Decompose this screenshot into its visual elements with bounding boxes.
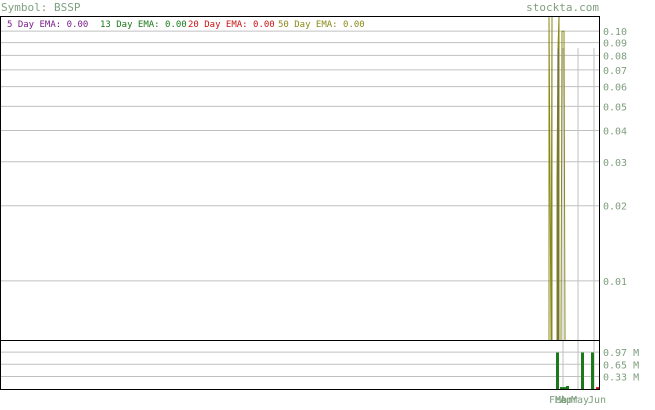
legend-entry-3: 20 Day EMA: 0.00	[188, 20, 275, 30]
grid-layer	[0, 30, 599, 389]
volume-tick-label: 0.97 M	[603, 348, 639, 359]
site-watermark: stockta.com	[526, 1, 599, 14]
volume-bar	[556, 352, 559, 389]
x-tick-label: Jun	[588, 395, 606, 406]
price-tick-label: 0.10	[603, 27, 627, 38]
legend-entry-2: 13 Day EMA: 0.00	[100, 20, 187, 30]
price-tick-label: 0.01	[603, 277, 627, 288]
price-tick-label: 0.06	[603, 83, 627, 94]
volume-bar	[560, 387, 563, 389]
price-series-line	[548, 15, 553, 341]
volume-bar	[596, 387, 599, 389]
x-tick-label: Feb	[549, 395, 567, 406]
legend-entry-1: 5 Day EMA: 0.00	[7, 20, 88, 30]
price-tick-label: 0.03	[603, 158, 627, 169]
frame-layer	[0, 16, 600, 390]
price-tick-label: 0.02	[603, 202, 627, 213]
price-panel-frame	[0, 16, 600, 341]
price-tick-label: 0.05	[603, 102, 627, 113]
price-series-line	[560, 30, 566, 341]
price-tick-label: 0.04	[603, 127, 627, 138]
volume-bar	[581, 352, 584, 389]
volume-bar	[591, 352, 594, 389]
price-tick-label: 0.08	[603, 51, 627, 62]
x-tick-label: Apr	[560, 395, 578, 406]
price-tick-label: 0.09	[603, 39, 627, 50]
marks-layer	[548, 15, 599, 389]
x-tick-label: Mar	[555, 395, 573, 406]
volume-tick-label: 0.65 M	[603, 360, 639, 371]
x-tick-label: May	[571, 395, 589, 406]
volume-panel-frame	[0, 340, 600, 390]
legend-entry-4: 50 Day EMA: 0.00	[278, 20, 365, 30]
volume-tick-label: 0.33 M	[603, 372, 639, 383]
text-layer: Symbol: BSSP stockta.com 5 Day EMA: 0.00…	[1, 1, 639, 406]
volume-bar	[563, 387, 566, 389]
volume-bar	[566, 385, 569, 389]
symbol-label: Symbol: BSSP	[1, 1, 81, 14]
price-tick-label: 0.07	[603, 66, 627, 77]
